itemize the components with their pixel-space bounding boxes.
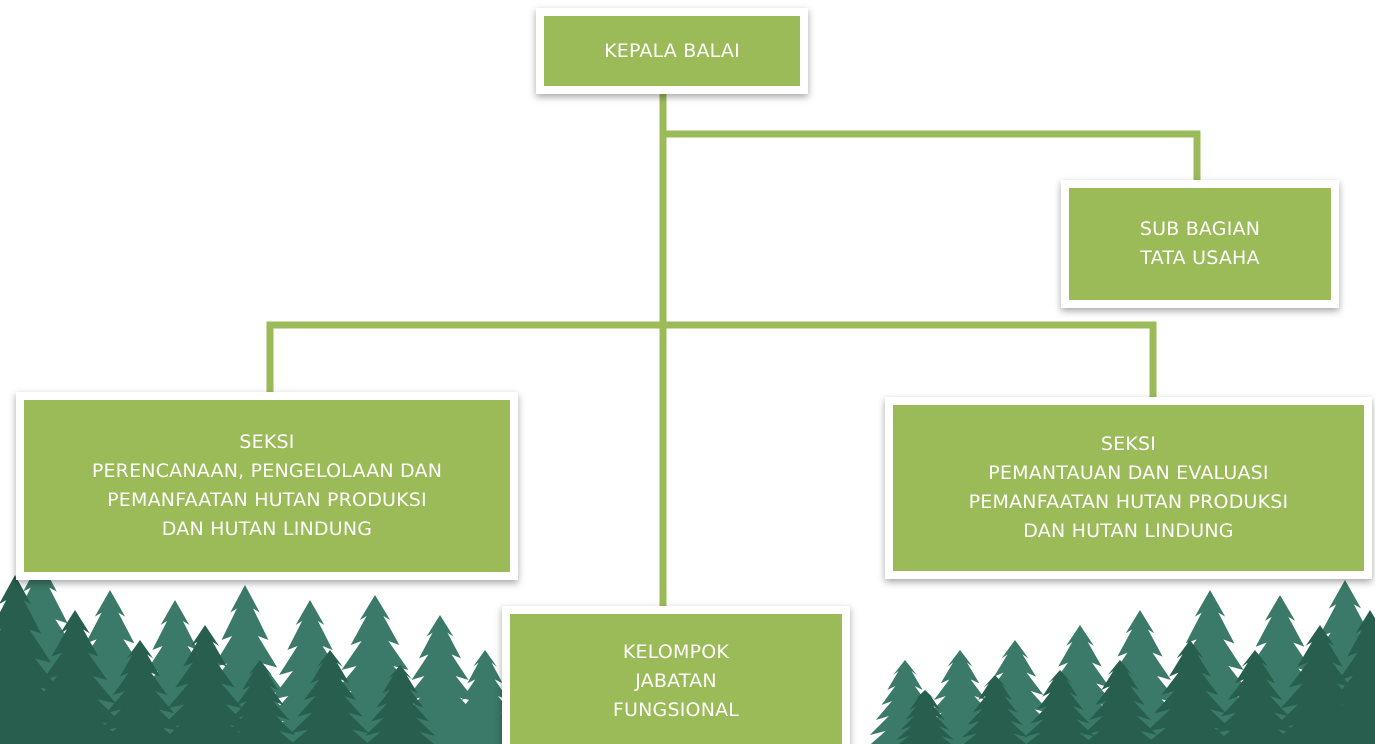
node-seksi-perencanaan-line-1: SEKSI bbox=[239, 431, 295, 453]
pine-tree-icon bbox=[1320, 610, 1375, 744]
node-sub-bagian-line-1: SUB BAGIAN bbox=[1139, 218, 1261, 240]
node-kelompok-text: KELOMPOK JABATAN FUNGSIONAL bbox=[613, 638, 739, 725]
node-kelompok-jabatan-fungsional: KELOMPOK JABATAN FUNGSIONAL bbox=[502, 606, 850, 744]
node-sub-bagian-tata-usaha: SUB BAGIAN TATA USAHA bbox=[1061, 180, 1339, 308]
node-kelompok-line-3: FUNGSIONAL bbox=[612, 699, 740, 721]
pine-tree-icon bbox=[157, 625, 253, 744]
node-seksi-pemantauan: SEKSI PEMANTAUAN DAN EVALUASI PEMANFAATA… bbox=[885, 397, 1372, 579]
node-seksi-perencanaan: SEKSI PERENCANAAN, PENGELOLAAN DAN PEMAN… bbox=[16, 392, 518, 580]
node-seksi-perencanaan-text: SEKSI PERENCANAAN, PENGELOLAAN DAN PEMAN… bbox=[92, 428, 442, 544]
node-kepala-balai-line: KEPALA BALAI bbox=[604, 39, 740, 62]
pine-tree-icon bbox=[290, 650, 370, 744]
pine-tree-icon bbox=[224, 660, 296, 744]
pine-tree-icon bbox=[364, 665, 436, 744]
pine-tree-icon bbox=[22, 610, 128, 744]
forest-front-layer bbox=[0, 575, 1375, 744]
pine-tree-icon bbox=[0, 575, 75, 744]
node-seksi-perencanaan-line-3: PEMANFAATAN HUTAN PRODUKSI bbox=[107, 489, 427, 511]
pine-tree-icon bbox=[1082, 660, 1158, 744]
pine-tree-icon bbox=[97, 640, 183, 744]
node-seksi-pemantauan-line-1: SEKSI bbox=[1100, 433, 1157, 455]
node-kepala-balai-text: KEPALA BALAI bbox=[604, 37, 740, 66]
pine-tree-icon bbox=[1212, 650, 1298, 744]
node-seksi-perencanaan-line-4: DAN HUTAN LINDUNG bbox=[161, 518, 373, 540]
node-kelompok-line-1: KELOMPOK bbox=[622, 641, 730, 663]
pine-tree-icon bbox=[1024, 670, 1096, 744]
node-kelompok-line-2: JABATAN bbox=[635, 670, 717, 692]
pine-tree-icon bbox=[1145, 640, 1235, 744]
node-seksi-perencanaan-line-2: PERENCANAAN, PENGELOLAAN DAN bbox=[91, 460, 443, 482]
node-seksi-pemantauan-text: SEKSI PEMANTAUAN DAN EVALUASI PEMANFAATA… bbox=[969, 430, 1289, 546]
pine-tree-icon bbox=[961, 675, 1029, 744]
node-sub-bagian-text: SUB BAGIAN TATA USAHA bbox=[1140, 215, 1260, 273]
node-seksi-pemantauan-line-3: PEMANFAATAN HUTAN PRODUKSI bbox=[968, 491, 1289, 513]
node-sub-bagian-line-2: TATA USAHA bbox=[1140, 247, 1260, 269]
pine-tree-icon bbox=[896, 690, 954, 744]
node-seksi-pemantauan-line-4: DAN HUTAN LINDUNG bbox=[1023, 520, 1234, 542]
node-kepala-balai: KEPALA BALAI bbox=[536, 8, 808, 94]
node-seksi-pemantauan-line-2: PEMANTAUAN DAN EVALUASI bbox=[988, 462, 1269, 484]
